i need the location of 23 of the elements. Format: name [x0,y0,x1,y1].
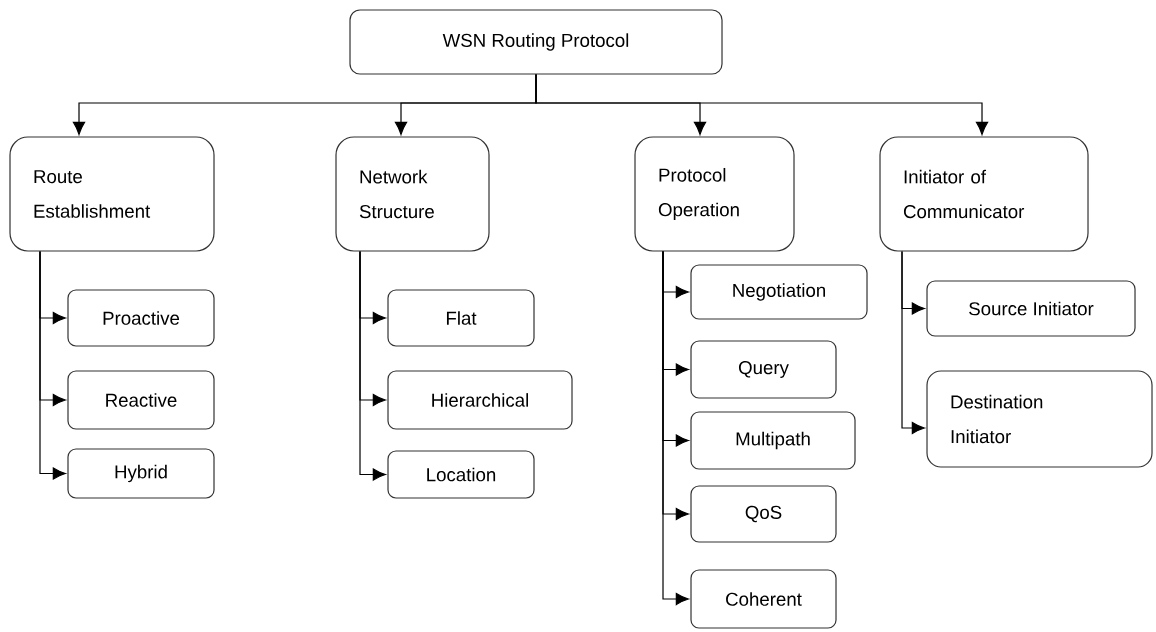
type-box: QoS [690,485,837,543]
category-box: Protocol Operation [634,136,795,252]
arrow [535,74,989,135]
type-box: Negotiation [690,264,868,320]
type-box: Query [690,340,837,399]
arrow [359,251,386,481]
arrow [901,251,925,435]
category-box: Route Establishment [9,136,215,252]
type-box: Hierarchical [387,370,573,430]
type-box: Destination Initiator [926,370,1153,468]
arrow [662,251,689,606]
type-box: Coherent [690,569,837,629]
arrow [39,251,66,480]
type-box: Reactive [67,370,215,430]
type-box: Hybrid [67,448,215,499]
root-box: WSN Routing Protocol [349,9,723,75]
category-box: Network Structure [335,136,490,252]
type-box: Multipath [690,411,856,470]
type-box: Source Initiator [926,280,1136,337]
category-box: Initiator of Communicator [879,136,1089,252]
type-box: Location [387,450,535,499]
type-box: Proactive [67,289,215,347]
type-box: Flat [387,289,535,347]
